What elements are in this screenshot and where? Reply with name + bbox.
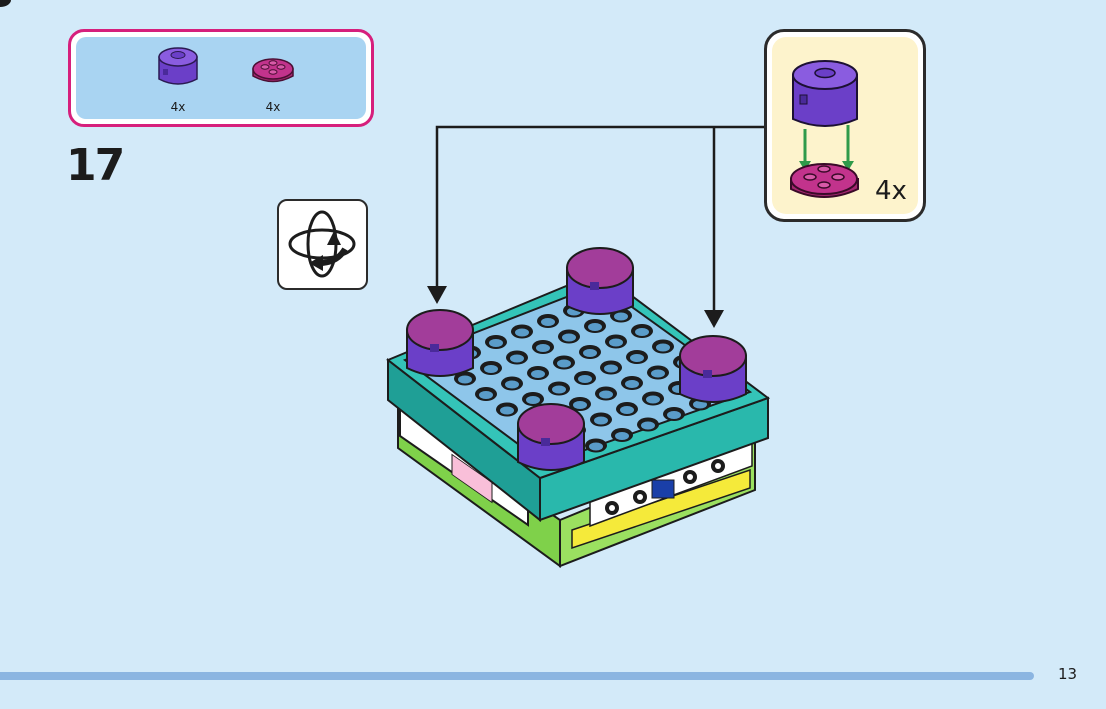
arrow-head-left bbox=[427, 286, 447, 304]
callout-inner: 4x bbox=[772, 37, 918, 214]
plate-stud-hole bbox=[614, 312, 628, 321]
plate-stud-hole bbox=[578, 375, 592, 383]
plate-stud-hole bbox=[500, 406, 514, 415]
plate-stud-hole bbox=[484, 365, 498, 373]
plate-stud-hole bbox=[510, 354, 524, 363]
rotate-hint-box bbox=[277, 199, 368, 290]
plate-stud-hole bbox=[594, 416, 608, 425]
plate-stud-hole bbox=[552, 385, 566, 394]
rotate-model-icon bbox=[288, 210, 356, 278]
plate-stud-hole bbox=[588, 323, 602, 331]
plate-stud-hole bbox=[693, 400, 707, 409]
plate-stud-hole bbox=[667, 411, 681, 419]
plate-stud-hole bbox=[635, 328, 649, 336]
plate-stud-hole bbox=[562, 333, 576, 342]
plate-stud-hole bbox=[505, 380, 519, 389]
plate-stud-hole bbox=[536, 344, 550, 352]
plate-stud-hole bbox=[557, 359, 571, 368]
plate-stud-hole bbox=[531, 370, 545, 378]
magenta-round-plate-icon bbox=[252, 58, 294, 83]
plate-stud-hole bbox=[479, 391, 493, 399]
plate-studs bbox=[0, 0, 11, 7]
arrow-head-right bbox=[704, 310, 724, 328]
yellow-strip bbox=[571, 468, 751, 550]
plate-stud-hole bbox=[630, 354, 644, 362]
plate-stud-hole bbox=[589, 442, 603, 451]
brick-on-plate-icon bbox=[790, 60, 859, 198]
plate-stud-hole bbox=[458, 375, 472, 384]
round-brick-back bbox=[566, 247, 634, 315]
plate-stud-hole bbox=[604, 364, 618, 373]
part-purple-round-brick: 4x bbox=[148, 43, 208, 114]
part-magenta-round-plate: 4x bbox=[243, 43, 303, 114]
step-number: 17 bbox=[66, 140, 125, 191]
plate-stud-hole bbox=[573, 401, 587, 409]
round-brick-right bbox=[679, 335, 747, 403]
plate-stud-hole bbox=[625, 380, 639, 388]
plate-stud-hole bbox=[526, 396, 540, 404]
page-number: 13 bbox=[1058, 665, 1078, 683]
arrow-line-left bbox=[435, 125, 764, 292]
plate-stud-hole bbox=[609, 338, 623, 347]
footer-bar bbox=[0, 672, 1034, 680]
plate-stud-hole bbox=[641, 421, 655, 430]
plate-stud-hole bbox=[515, 328, 529, 337]
plate-stud-hole bbox=[656, 343, 670, 352]
plate-stud-hole bbox=[620, 406, 634, 414]
part-qty: 4x bbox=[265, 100, 281, 114]
plate-stud-hole bbox=[615, 432, 629, 440]
plate-stud-hole bbox=[583, 349, 597, 357]
callout-qty: 4x bbox=[875, 176, 907, 206]
plate-stud-hole bbox=[599, 390, 613, 399]
plate-stud-hole bbox=[541, 318, 555, 326]
round-brick-front bbox=[517, 403, 585, 471]
purple-round-brick-icon bbox=[158, 47, 198, 85]
part-qty: 4x bbox=[170, 100, 186, 114]
parts-list-inner: 4x 4x bbox=[76, 37, 366, 119]
parts-list-panel: 4x 4x bbox=[68, 29, 374, 127]
plate-stud-hole bbox=[651, 369, 665, 378]
round-brick-left bbox=[406, 309, 474, 377]
sub-assembly-callout: 4x bbox=[764, 29, 926, 222]
plate-stud-hole bbox=[646, 395, 660, 404]
plate-stud-hole bbox=[489, 339, 503, 347]
pink-tile bbox=[451, 453, 493, 504]
